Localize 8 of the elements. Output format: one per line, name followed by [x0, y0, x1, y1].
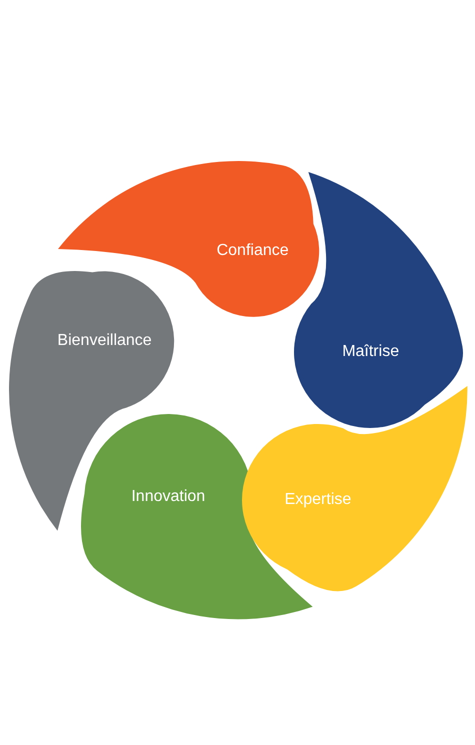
- shape-label: Confiance: [216, 242, 289, 260]
- shape-label: Bienveillance: [57, 332, 152, 350]
- shape-label: Expertise: [284, 491, 352, 510]
- shape-label: Maîtrise: [342, 342, 400, 361]
- shape-label: Innovation: [131, 488, 206, 506]
- teardrop-shape: [242, 386, 468, 592]
- teardrop-shape: [294, 172, 464, 428]
- teardrop-shape: [58, 160, 319, 317]
